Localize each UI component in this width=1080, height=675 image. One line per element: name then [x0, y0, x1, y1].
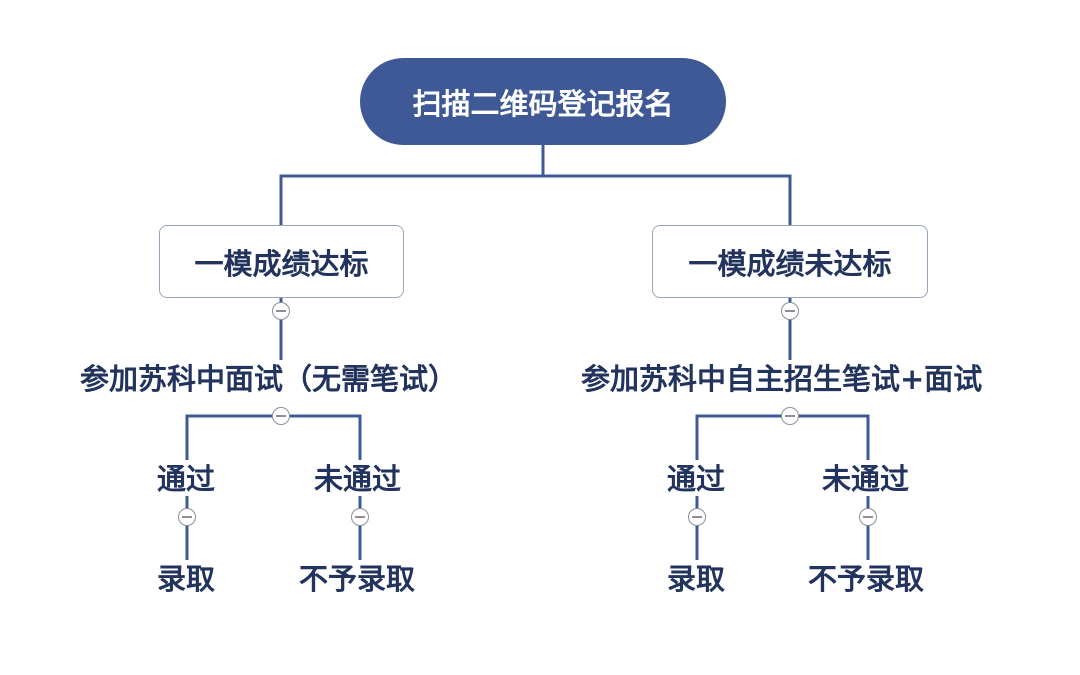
root-label: 扫描二维码登记报名 — [412, 86, 674, 121]
step-outcome-connector — [185, 414, 362, 460]
minus-circle-icon[interactable] — [351, 508, 369, 526]
minus-circle-icon[interactable] — [781, 407, 799, 425]
root-node[interactable]: 扫描二维码登记报名 — [360, 58, 726, 145]
minus-circle-icon[interactable] — [178, 508, 196, 526]
outcome-node-pass[interactable]: 通过 — [157, 462, 216, 496]
outcome-node-fail[interactable]: 未通过 — [822, 462, 910, 496]
final-node-reject[interactable]: 不予录取 — [299, 562, 416, 596]
final-node-admit[interactable]: 录取 — [157, 562, 216, 596]
outcome-node-fail[interactable]: 未通过 — [314, 462, 402, 496]
root-connector — [543, 174, 792, 225]
condition-label: 一模成绩未达标 — [688, 246, 892, 281]
step-node-exam-interview[interactable]: 参加苏科中自主招生笔试+面试 — [581, 362, 983, 396]
minus-circle-icon[interactable] — [688, 508, 706, 526]
minus-circle-icon[interactable] — [859, 508, 877, 526]
final-node-admit[interactable]: 录取 — [667, 562, 726, 596]
final-node-reject[interactable]: 不予录取 — [808, 562, 925, 596]
minus-circle-icon[interactable] — [781, 302, 799, 320]
step-node-interview[interactable]: 参加苏科中面试（无需笔试） — [80, 362, 458, 396]
condition-label: 一模成绩达标 — [194, 246, 369, 281]
root-connector — [279, 145, 545, 225]
minus-circle-icon[interactable] — [272, 302, 290, 320]
minus-circle-icon[interactable] — [272, 407, 290, 425]
condition-node-met[interactable]: 一模成绩达标 — [159, 225, 404, 298]
step-outcome-connector — [695, 414, 870, 460]
condition-node-not-met[interactable]: 一模成绩未达标 — [652, 225, 928, 298]
outcome-node-pass[interactable]: 通过 — [667, 462, 726, 496]
